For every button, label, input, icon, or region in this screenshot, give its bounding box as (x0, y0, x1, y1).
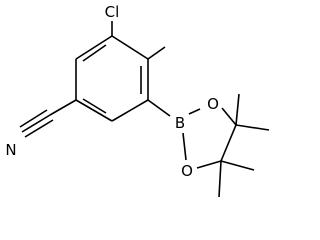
oxygen-carbon-bond-1 (221, 107, 237, 126)
oxygen-label-1: O (207, 95, 219, 113)
ring-bond-1 (111, 35, 149, 60)
oxygen-carbon-bond-2 (196, 160, 222, 169)
boron-oxygen-bond-2 (182, 132, 187, 161)
pinacol-methyl-bond-4 (218, 160, 222, 198)
ring-double-bond-3 (82, 44, 107, 62)
boron-label: B (175, 114, 185, 132)
pinacol-methyl-bond-3 (220, 160, 255, 171)
ring-double-bond-2 (82, 98, 107, 114)
ring-bond-3 (111, 99, 149, 122)
molecule-diagram: Cl N B O O (5, 3, 270, 198)
nitrile-triple-bond-c (24, 119, 54, 138)
methyl-bond (147, 46, 166, 60)
nitrile-single-bond (49, 99, 77, 116)
oxygen-label-2: O (181, 162, 193, 180)
chlorine-label: Cl (105, 3, 120, 21)
ring-bond-6 (75, 35, 113, 60)
nitrile-triple-bond-b (19, 109, 48, 128)
chemical-structure-canvas: Cl N B O O (5, 3, 270, 198)
boron-oxygen-bond-1 (188, 108, 201, 115)
pinacol-methyl-bond-2 (235, 124, 270, 131)
ring-bond-4 (75, 99, 113, 122)
nitrogen-label: N (5, 141, 16, 159)
aryl-boron-bond (147, 99, 171, 117)
pinacol-methyl-bond-1 (235, 93, 240, 126)
nitrile-triple-bond-a (21, 114, 51, 133)
quaternary-carbon-bond (220, 124, 237, 162)
